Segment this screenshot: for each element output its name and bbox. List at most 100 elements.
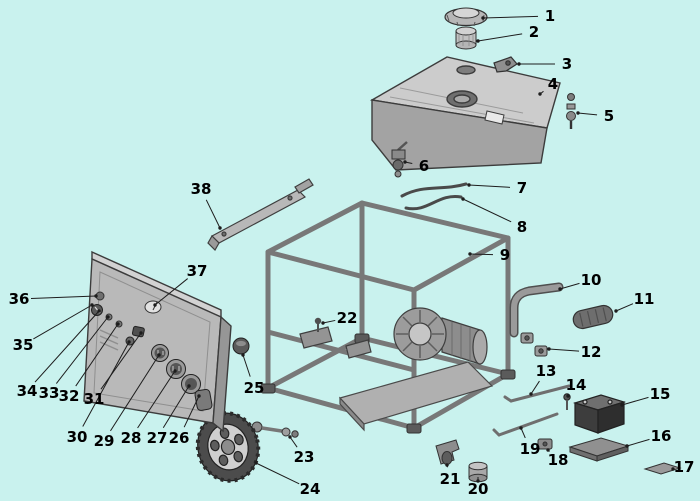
leader-line-2 (477, 33, 523, 42)
fuel-hose-lower (404, 194, 463, 211)
callout-18: 18 (548, 451, 569, 469)
callout-7: 7 (517, 179, 527, 197)
battery-tray (568, 437, 630, 462)
leader-dot-29 (157, 353, 161, 357)
leader-dot-5 (576, 111, 580, 115)
leader-dot-37 (153, 303, 157, 307)
leader-line-15 (621, 396, 649, 406)
leader-line-30 (82, 341, 130, 427)
callout-15: 15 (650, 385, 671, 403)
callout-29: 29 (94, 432, 115, 450)
leader-line-11 (615, 303, 634, 312)
callout-33: 33 (39, 384, 60, 402)
callout-27: 27 (147, 429, 168, 447)
leader-dot-16 (625, 444, 629, 448)
leader-line-33 (55, 316, 109, 384)
battery (572, 394, 627, 434)
callout-31: 31 (84, 390, 105, 408)
frame-feet (260, 333, 516, 434)
leader-line-34 (34, 310, 100, 383)
leader-line-28 (137, 370, 176, 429)
leader-line-5 (577, 112, 598, 116)
clip-bracket (537, 438, 553, 450)
filler-neck (456, 65, 476, 75)
support-rod (492, 412, 559, 437)
circuit-breaker (131, 325, 145, 338)
leader-dot-19 (519, 426, 523, 430)
callout-1: 1 (545, 7, 555, 25)
engine-base (338, 361, 494, 432)
leader-line-10 (559, 282, 580, 290)
handle-clamps (520, 332, 548, 357)
callout-16: 16 (651, 427, 672, 445)
fuel-hose-upper (400, 182, 468, 198)
callout-26: 26 (169, 429, 190, 447)
bolt-set (566, 93, 576, 129)
callout-38: 38 (191, 180, 212, 198)
leader-line-26 (183, 395, 200, 428)
leader-dot-14 (566, 394, 570, 398)
leader-line-25 (242, 354, 251, 377)
leader-line-29 (110, 354, 160, 432)
leader-line-13 (530, 380, 540, 395)
callout-2: 2 (529, 23, 539, 41)
engine-mount-bracket (299, 326, 372, 359)
leader-dot-20 (476, 479, 480, 483)
leader-line-7 (468, 184, 511, 188)
battery-pad (643, 462, 682, 475)
leader-dot-34 (97, 309, 101, 313)
callout-9: 9 (500, 246, 510, 264)
leader-dot-32 (116, 322, 120, 326)
fuel-valve (391, 141, 408, 178)
callout-12: 12 (581, 343, 602, 361)
callout-11: 11 (634, 290, 655, 308)
callout-19: 19 (520, 440, 541, 458)
leader-dot-36 (94, 294, 98, 298)
leader-dot-31 (139, 331, 143, 335)
leader-line-16 (626, 438, 650, 447)
callout-21: 21 (440, 470, 461, 488)
callout-23: 23 (294, 448, 315, 466)
callout-35: 35 (13, 336, 34, 354)
leader-dot-28 (173, 369, 177, 373)
leader-dot-23 (288, 435, 292, 439)
callout-14: 14 (566, 376, 587, 394)
leader-dot-8 (461, 197, 465, 201)
leader-dot-15 (620, 403, 624, 407)
leader-line-1 (482, 15, 539, 19)
leader-dot-13 (529, 392, 533, 396)
leader-dot-35 (90, 303, 94, 307)
alternator (393, 307, 488, 365)
leader-line-35 (33, 304, 93, 340)
leader-dot-18 (546, 448, 550, 452)
callout-13: 13 (536, 362, 557, 380)
fuel-strainer (455, 26, 477, 50)
leader-dot-3 (517, 62, 521, 66)
leader-dot-22 (321, 321, 325, 325)
panel-meter (144, 300, 162, 314)
callout-34: 34 (17, 382, 38, 400)
leader-line-38 (205, 199, 221, 229)
leader-dot-4 (538, 92, 542, 96)
handle-tube (509, 282, 564, 338)
leader-dot-12 (547, 347, 551, 351)
leader-line-36 (30, 295, 97, 300)
leader-line-12 (548, 348, 580, 352)
receptacle-1 (151, 344, 169, 362)
leader-dot-17 (671, 467, 675, 471)
callout-22: 22 (337, 309, 358, 327)
leader-dot-38 (218, 226, 222, 230)
leader-line-31 (100, 332, 142, 390)
callout-6: 6 (419, 157, 429, 175)
callout-8: 8 (517, 218, 527, 236)
leader-dot-2 (476, 39, 480, 43)
leader-line-24 (255, 462, 300, 485)
leader-dot-25 (241, 353, 245, 357)
receptacle-3 (181, 374, 201, 394)
leader-dot-9 (468, 252, 472, 256)
callout-36: 36 (9, 290, 30, 308)
leader-line-37 (154, 278, 188, 306)
callout-10: 10 (581, 271, 602, 289)
